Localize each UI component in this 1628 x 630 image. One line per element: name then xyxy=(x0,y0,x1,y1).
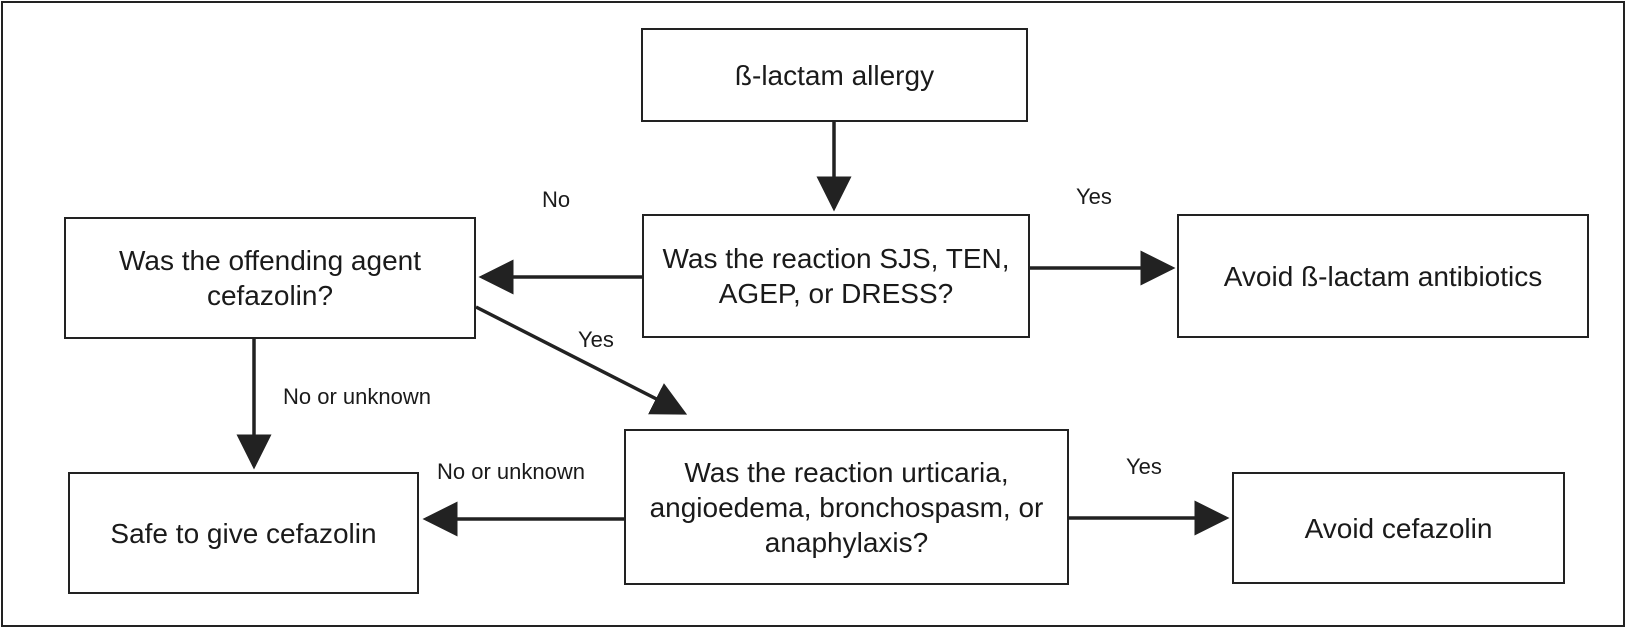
label-severe-yes: Yes xyxy=(1076,184,1112,209)
label-severe-no: No xyxy=(542,187,571,212)
node-safe-cefazolin: Safe to give cefazolin xyxy=(68,472,419,594)
label-ige-yes: Yes xyxy=(1126,454,1162,479)
label-cefazolin-yes: Yes xyxy=(578,327,614,352)
node-severe-reaction-question: Was the reaction SJS, TEN, AGEP, or DRES… xyxy=(642,214,1030,338)
label-ige-no: No or unknown xyxy=(437,459,585,484)
node-ige-reaction-question: Was the reaction urticaria, angioedema, … xyxy=(624,429,1069,585)
node-cefazolin-question: Was the offending agent cefazolin? xyxy=(64,217,476,339)
node-avoid-cefazolin: Avoid cefazolin xyxy=(1232,472,1565,584)
label-cefazolin-no: No or unknown xyxy=(283,384,431,409)
node-avoid-beta-lactam: Avoid ß-lactam antibiotics xyxy=(1177,214,1589,338)
node-beta-lactam-allergy: ß-lactam allergy xyxy=(641,28,1028,122)
arrow-cefazolin-yes-to-ige xyxy=(475,305,688,415)
